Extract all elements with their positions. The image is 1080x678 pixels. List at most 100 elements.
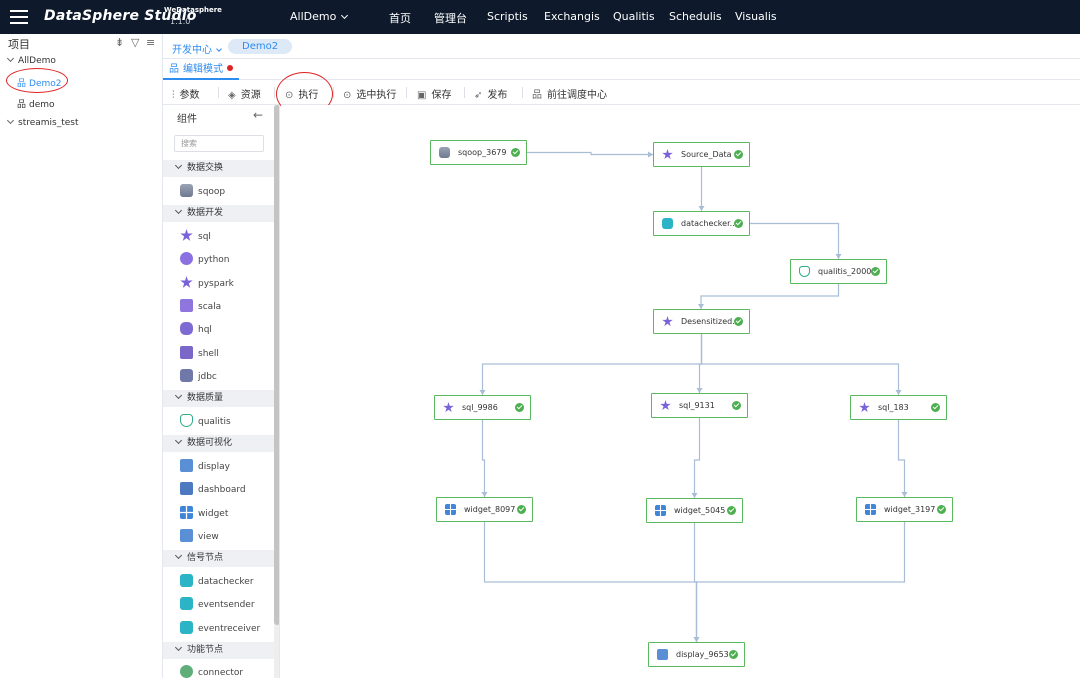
category-function-nodes[interactable]: 功能节点 — [163, 642, 274, 659]
category-label: 数据可视化 — [187, 438, 232, 448]
component-scrollbar[interactable] — [274, 105, 280, 678]
dev-center-label: 开发中心 — [172, 45, 212, 56]
category-data-visualization[interactable]: 数据可视化 — [163, 435, 274, 452]
save-button[interactable]: ▣保存 — [417, 86, 451, 101]
workflow-node-w1[interactable]: widget_8097 — [436, 497, 533, 522]
workflow-node-qualitis[interactable]: qualitis_2000 — [790, 259, 887, 284]
save-icon: ▣ — [417, 90, 426, 101]
node-label: sql_183 — [878, 403, 909, 412]
publish-button[interactable]: ➶发布 — [474, 86, 507, 101]
success-status-icon — [732, 401, 741, 410]
component-label: scala — [198, 302, 221, 312]
resources-button[interactable]: ◈资源 — [228, 86, 261, 101]
tree-item-label: demo — [29, 100, 55, 110]
nav-visualis[interactable]: Visualis — [735, 10, 777, 23]
category-data-quality[interactable]: 数据质量 — [163, 390, 274, 407]
nav-qualitis[interactable]: Qualitis — [613, 10, 655, 23]
component-label: connector — [198, 668, 243, 678]
workflow-node-sql2[interactable]: sql_9131 — [651, 393, 748, 418]
tree-item-demo[interactable]: 品demo — [17, 97, 55, 110]
component-panel: 组件 ← 数据交换 sqoop 数据开发 sql python pyspark … — [163, 105, 280, 678]
component-display[interactable]: display — [180, 460, 230, 473]
workflow-node-w2[interactable]: widget_5045 — [646, 498, 743, 523]
nav-schedulis[interactable]: Schedulis — [669, 10, 722, 23]
component-label: widget — [198, 509, 228, 519]
resources-label: 资源 — [241, 90, 261, 101]
arrow-left-icon[interactable]: ← — [253, 108, 263, 122]
component-python[interactable]: python — [180, 253, 229, 266]
nav-scriptis[interactable]: Scriptis — [487, 10, 528, 23]
node-label: qualitis_2000 — [818, 267, 871, 276]
category-label: 数据交换 — [187, 163, 223, 173]
component-hql[interactable]: hql — [180, 323, 212, 336]
tree-item-label: streamis_test — [18, 118, 79, 128]
workflow-node-desens[interactable]: Desensitized... — [653, 309, 750, 334]
node-label: widget_5045 — [674, 506, 725, 515]
workflow-node-source[interactable]: Source_Data — [653, 142, 750, 167]
success-status-icon — [515, 403, 524, 412]
component-search-input[interactable] — [174, 135, 264, 152]
component-label: jdbc — [198, 372, 217, 382]
component-connector[interactable]: connector — [180, 666, 243, 678]
workflow-node-checker[interactable]: datachecker... — [653, 211, 750, 236]
run-button[interactable]: ⊙执行 — [285, 86, 318, 101]
edge-sql1-w1 — [483, 420, 485, 497]
component-scala[interactable]: scala — [180, 300, 221, 313]
workflow-toolbar: ⫶参数 ◈资源 ⊙执行 ⊙选中执行 ▣保存 ➶发布 品前往调度中心 — [163, 80, 1080, 105]
run-selected-button[interactable]: ⊙选中执行 — [343, 86, 396, 101]
category-data-development[interactable]: 数据开发 — [163, 205, 274, 222]
component-sql[interactable]: sql — [180, 230, 211, 243]
workflow-node-disp[interactable]: display_9653 — [648, 642, 745, 667]
workflow-node-sql3[interactable]: sql_183 — [850, 395, 947, 420]
workflow-canvas[interactable]: sqoop_3679 Source_Data datachecker... quali… — [281, 105, 1080, 678]
sort-icon[interactable]: ⇟ — [115, 36, 124, 49]
tree-item-demo2[interactable]: 品Demo2 — [17, 76, 61, 89]
component-widget[interactable]: widget — [180, 507, 228, 520]
goto-scheduler-button[interactable]: 品前往调度中心 — [532, 86, 607, 101]
component-qualitis[interactable]: qualitis — [180, 415, 231, 428]
hamburger-menu-icon[interactable] — [8, 6, 30, 28]
component-sqoop[interactable]: sqoop — [180, 185, 225, 198]
tree-item-streamis-test[interactable]: streamis_test — [8, 118, 79, 128]
nav-admin[interactable]: 管理台 — [434, 10, 467, 26]
component-pyspark[interactable]: pyspark — [180, 277, 234, 290]
component-view[interactable]: view — [180, 530, 219, 543]
workflow-icon: 品 — [17, 97, 26, 110]
category-data-exchange[interactable]: 数据交换 — [163, 160, 274, 177]
component-eventreceiver[interactable]: eventreceiver — [180, 622, 260, 635]
component-jdbc[interactable]: jdbc — [180, 370, 217, 383]
workspace-selector[interactable]: AllDemo — [290, 10, 347, 23]
nav-exchangis[interactable]: Exchangis — [544, 10, 600, 23]
current-project-pill[interactable]: Demo2 — [228, 39, 292, 54]
workflow-node-sqoop[interactable]: sqoop_3679 — [430, 140, 527, 165]
monitor-icon — [180, 459, 193, 472]
success-status-icon — [734, 150, 743, 159]
scrollbar-thumb[interactable] — [274, 105, 280, 625]
tab-edit-mode[interactable]: 品编辑模式 — [163, 59, 239, 80]
component-label: eventreceiver — [198, 624, 260, 634]
jdbc-icon — [180, 369, 193, 382]
dev-center-dropdown[interactable]: 开发中心 — [172, 41, 221, 56]
component-label: dashboard — [198, 485, 246, 495]
category-signal-nodes[interactable]: 信号节点 — [163, 550, 274, 567]
project-panel-title: 项目 — [8, 36, 30, 52]
widget-icon — [865, 504, 876, 515]
component-shell[interactable]: shell — [180, 347, 219, 360]
component-label: sqoop — [198, 187, 225, 197]
nav-home[interactable]: 首页 — [389, 10, 411, 26]
component-datachecker[interactable]: datachecker — [180, 575, 254, 588]
component-label: eventsender — [198, 600, 255, 610]
scala-icon — [180, 299, 193, 312]
component-label: display — [198, 462, 230, 472]
collapse-all-icon[interactable]: ≡ — [146, 36, 155, 49]
success-status-icon — [511, 148, 520, 157]
chevron-down-icon — [341, 12, 348, 19]
tree-item-label: Demo2 — [29, 79, 61, 89]
filter-icon[interactable]: ▽ — [131, 36, 139, 49]
component-eventsender[interactable]: eventsender — [180, 598, 255, 611]
params-button[interactable]: ⫶参数 — [172, 86, 200, 101]
workflow-node-sql1[interactable]: sql_9986 — [434, 395, 531, 420]
workflow-node-w3[interactable]: widget_3197 — [856, 497, 953, 522]
component-dashboard[interactable]: dashboard — [180, 483, 246, 496]
tree-item-alldemo[interactable]: AllDemo — [8, 56, 56, 66]
